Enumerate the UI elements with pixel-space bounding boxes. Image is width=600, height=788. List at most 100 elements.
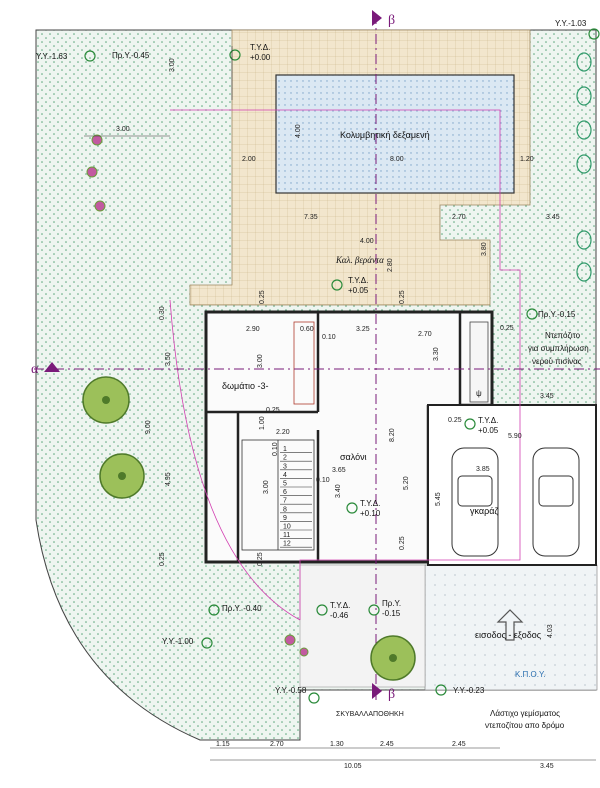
stair-step-number: 2 bbox=[283, 455, 287, 462]
dim-label: 0.25 bbox=[259, 290, 266, 304]
dim-label: 2.20 bbox=[276, 429, 290, 436]
dim-label: 0.10 bbox=[322, 334, 336, 341]
level-pry-right: Πρ.Υ.-0.15 bbox=[538, 310, 576, 319]
level-tyd-pool-1: Τ.Υ.Δ. bbox=[250, 43, 270, 52]
drain-note-2: ντεποζίτου απο δρόμο bbox=[485, 721, 565, 730]
drain-note-1: Λάστιχο γεμίσματος bbox=[490, 709, 560, 718]
level-yy-bottom-1: Υ.Υ.-0.58 bbox=[275, 686, 307, 695]
level-tyd-gar-1: Τ.Υ.Δ. bbox=[478, 416, 498, 425]
section-beta-top: β bbox=[388, 13, 395, 28]
dim-label: 3.30 bbox=[433, 347, 440, 361]
car-2 bbox=[532, 447, 580, 557]
flower-icon bbox=[86, 134, 309, 657]
stair-step-number: 6 bbox=[283, 489, 287, 496]
dim-label: 0.25 bbox=[399, 536, 406, 550]
dim-label: 0.25 bbox=[448, 417, 462, 424]
dim-label: 0.25 bbox=[500, 325, 514, 332]
level-yy-top-left: Υ.Υ.-1.63 bbox=[36, 52, 68, 61]
dim-label: 2.80 bbox=[387, 258, 394, 272]
kitchen-counter bbox=[469, 321, 489, 403]
dim-label: 3.40 bbox=[335, 484, 342, 498]
dim-label: 3.50 bbox=[165, 352, 172, 366]
stair-step-number: 9 bbox=[283, 515, 287, 522]
room3-label: δωμάτιο -3- bbox=[222, 381, 269, 391]
car-1 bbox=[451, 447, 499, 557]
boundary-arc bbox=[169, 299, 301, 621]
level-tyd-pool-2: +0.00 bbox=[250, 53, 271, 62]
kpoy-label: Κ.Π.Ο.Υ. bbox=[515, 670, 546, 679]
dim-label: 3.80 bbox=[481, 242, 488, 256]
stair-step-number: 5 bbox=[283, 481, 287, 488]
pool bbox=[275, 74, 515, 194]
dim-label: 0.25 bbox=[266, 407, 280, 414]
dimension-lines bbox=[84, 46, 596, 761]
dim-label: 7.35 bbox=[304, 214, 318, 221]
dim-label: 0.60 bbox=[300, 326, 314, 333]
dim-label: 8.00 bbox=[390, 156, 404, 163]
dim-label: 2.90 bbox=[246, 326, 260, 333]
dim-bottom: 2.45 bbox=[380, 741, 394, 748]
garage bbox=[427, 404, 597, 566]
level-yy-bottom-2: Υ.Υ.-0.23 bbox=[453, 686, 485, 695]
dim-bottom: 2.45 bbox=[452, 741, 466, 748]
garage-label: γκαράζ bbox=[470, 506, 498, 516]
section-arrow-bottom bbox=[372, 683, 382, 699]
stair-step-number: 1 bbox=[283, 446, 287, 453]
level-pry-top: Πρ.Υ.-0.45 bbox=[112, 51, 150, 60]
dim-label: 3.25 bbox=[356, 326, 370, 333]
stair-step-number: 3 bbox=[283, 463, 287, 470]
dim-bottom: 10.05 bbox=[344, 763, 362, 770]
dim-label: 3.45 bbox=[540, 393, 554, 400]
level-tyd-ver-1: Τ.Υ.Δ. bbox=[348, 276, 368, 285]
tree-icon bbox=[370, 635, 416, 681]
level-yy-left-bottom: Υ.Υ.-1.00 bbox=[162, 637, 194, 646]
level-marker-icon bbox=[84, 28, 600, 704]
level-tyd-ent-1: Τ.Υ.Δ. bbox=[330, 601, 350, 610]
garbage-label: ΣΚΥΒΑΛΛΑΠΟΘΗΚΗ bbox=[336, 711, 404, 718]
dim-label: 1.20 bbox=[520, 156, 534, 163]
level-pry-mid: Πρ.Υ. -0.40 bbox=[222, 604, 262, 613]
dim-bottom: 1.30 bbox=[330, 741, 344, 748]
level-pry-ent-2: -0.15 bbox=[382, 609, 401, 618]
hedge-icon bbox=[576, 52, 592, 282]
dim-label: 0.10 bbox=[316, 477, 330, 484]
dim-label: 4.00 bbox=[360, 238, 374, 245]
dim-label: 4.95 bbox=[165, 472, 172, 486]
dim-label: 3.45 bbox=[546, 214, 560, 221]
level-tyd-gar-2: +0.05 bbox=[478, 426, 499, 435]
dim-label: 5.90 bbox=[508, 433, 522, 440]
tank-note-2: για συμπλήρωση bbox=[528, 344, 589, 353]
dim-label: 2.70 bbox=[418, 331, 432, 338]
dim-label: 5.45 bbox=[435, 492, 442, 506]
dim-bottom: 1.15 bbox=[216, 741, 230, 748]
living-label: σαλόνι bbox=[340, 452, 367, 462]
section-arrow-top bbox=[372, 10, 382, 26]
dim-label: 4.03 bbox=[547, 624, 554, 638]
section-alpha-left: α bbox=[31, 362, 39, 377]
dim-label: 3.65 bbox=[332, 467, 346, 474]
pool-label: Κολυμβητική δεξαμενή bbox=[340, 130, 430, 140]
dim-label: 3.00 bbox=[116, 126, 130, 133]
tree-icon bbox=[99, 453, 145, 499]
dim-label: 8.20 bbox=[389, 428, 396, 442]
dim-label: 4.00 bbox=[295, 124, 302, 138]
staircase bbox=[241, 439, 315, 551]
level-tyd-liv-1: Τ.Υ.Δ. bbox=[360, 499, 380, 508]
psi-symbol: ψ bbox=[476, 389, 482, 398]
level-tyd-ver-2: +0.05 bbox=[348, 286, 369, 295]
level-pry-ent-1: Πρ.Υ. bbox=[382, 599, 401, 608]
stair-step-number: 10 bbox=[283, 524, 291, 531]
dim-label: 3.00 bbox=[257, 354, 264, 368]
dim-label: 2.00 bbox=[242, 156, 256, 163]
closet bbox=[293, 321, 315, 405]
dim-label: 1.00 bbox=[259, 416, 266, 430]
level-yy-top-right: Υ.Υ.-1.03 bbox=[555, 19, 587, 28]
stair-step-number: 7 bbox=[283, 498, 287, 505]
stair-step-number: 4 bbox=[283, 472, 287, 479]
dim-bottom: 3.45 bbox=[540, 763, 554, 770]
veranda-label: Καλ. βεράντα bbox=[335, 255, 384, 265]
level-tyd-ent-2: -0.46 bbox=[330, 611, 349, 620]
dim-label: 2.70 bbox=[452, 214, 466, 221]
dim-label: 0.30 bbox=[159, 306, 166, 320]
